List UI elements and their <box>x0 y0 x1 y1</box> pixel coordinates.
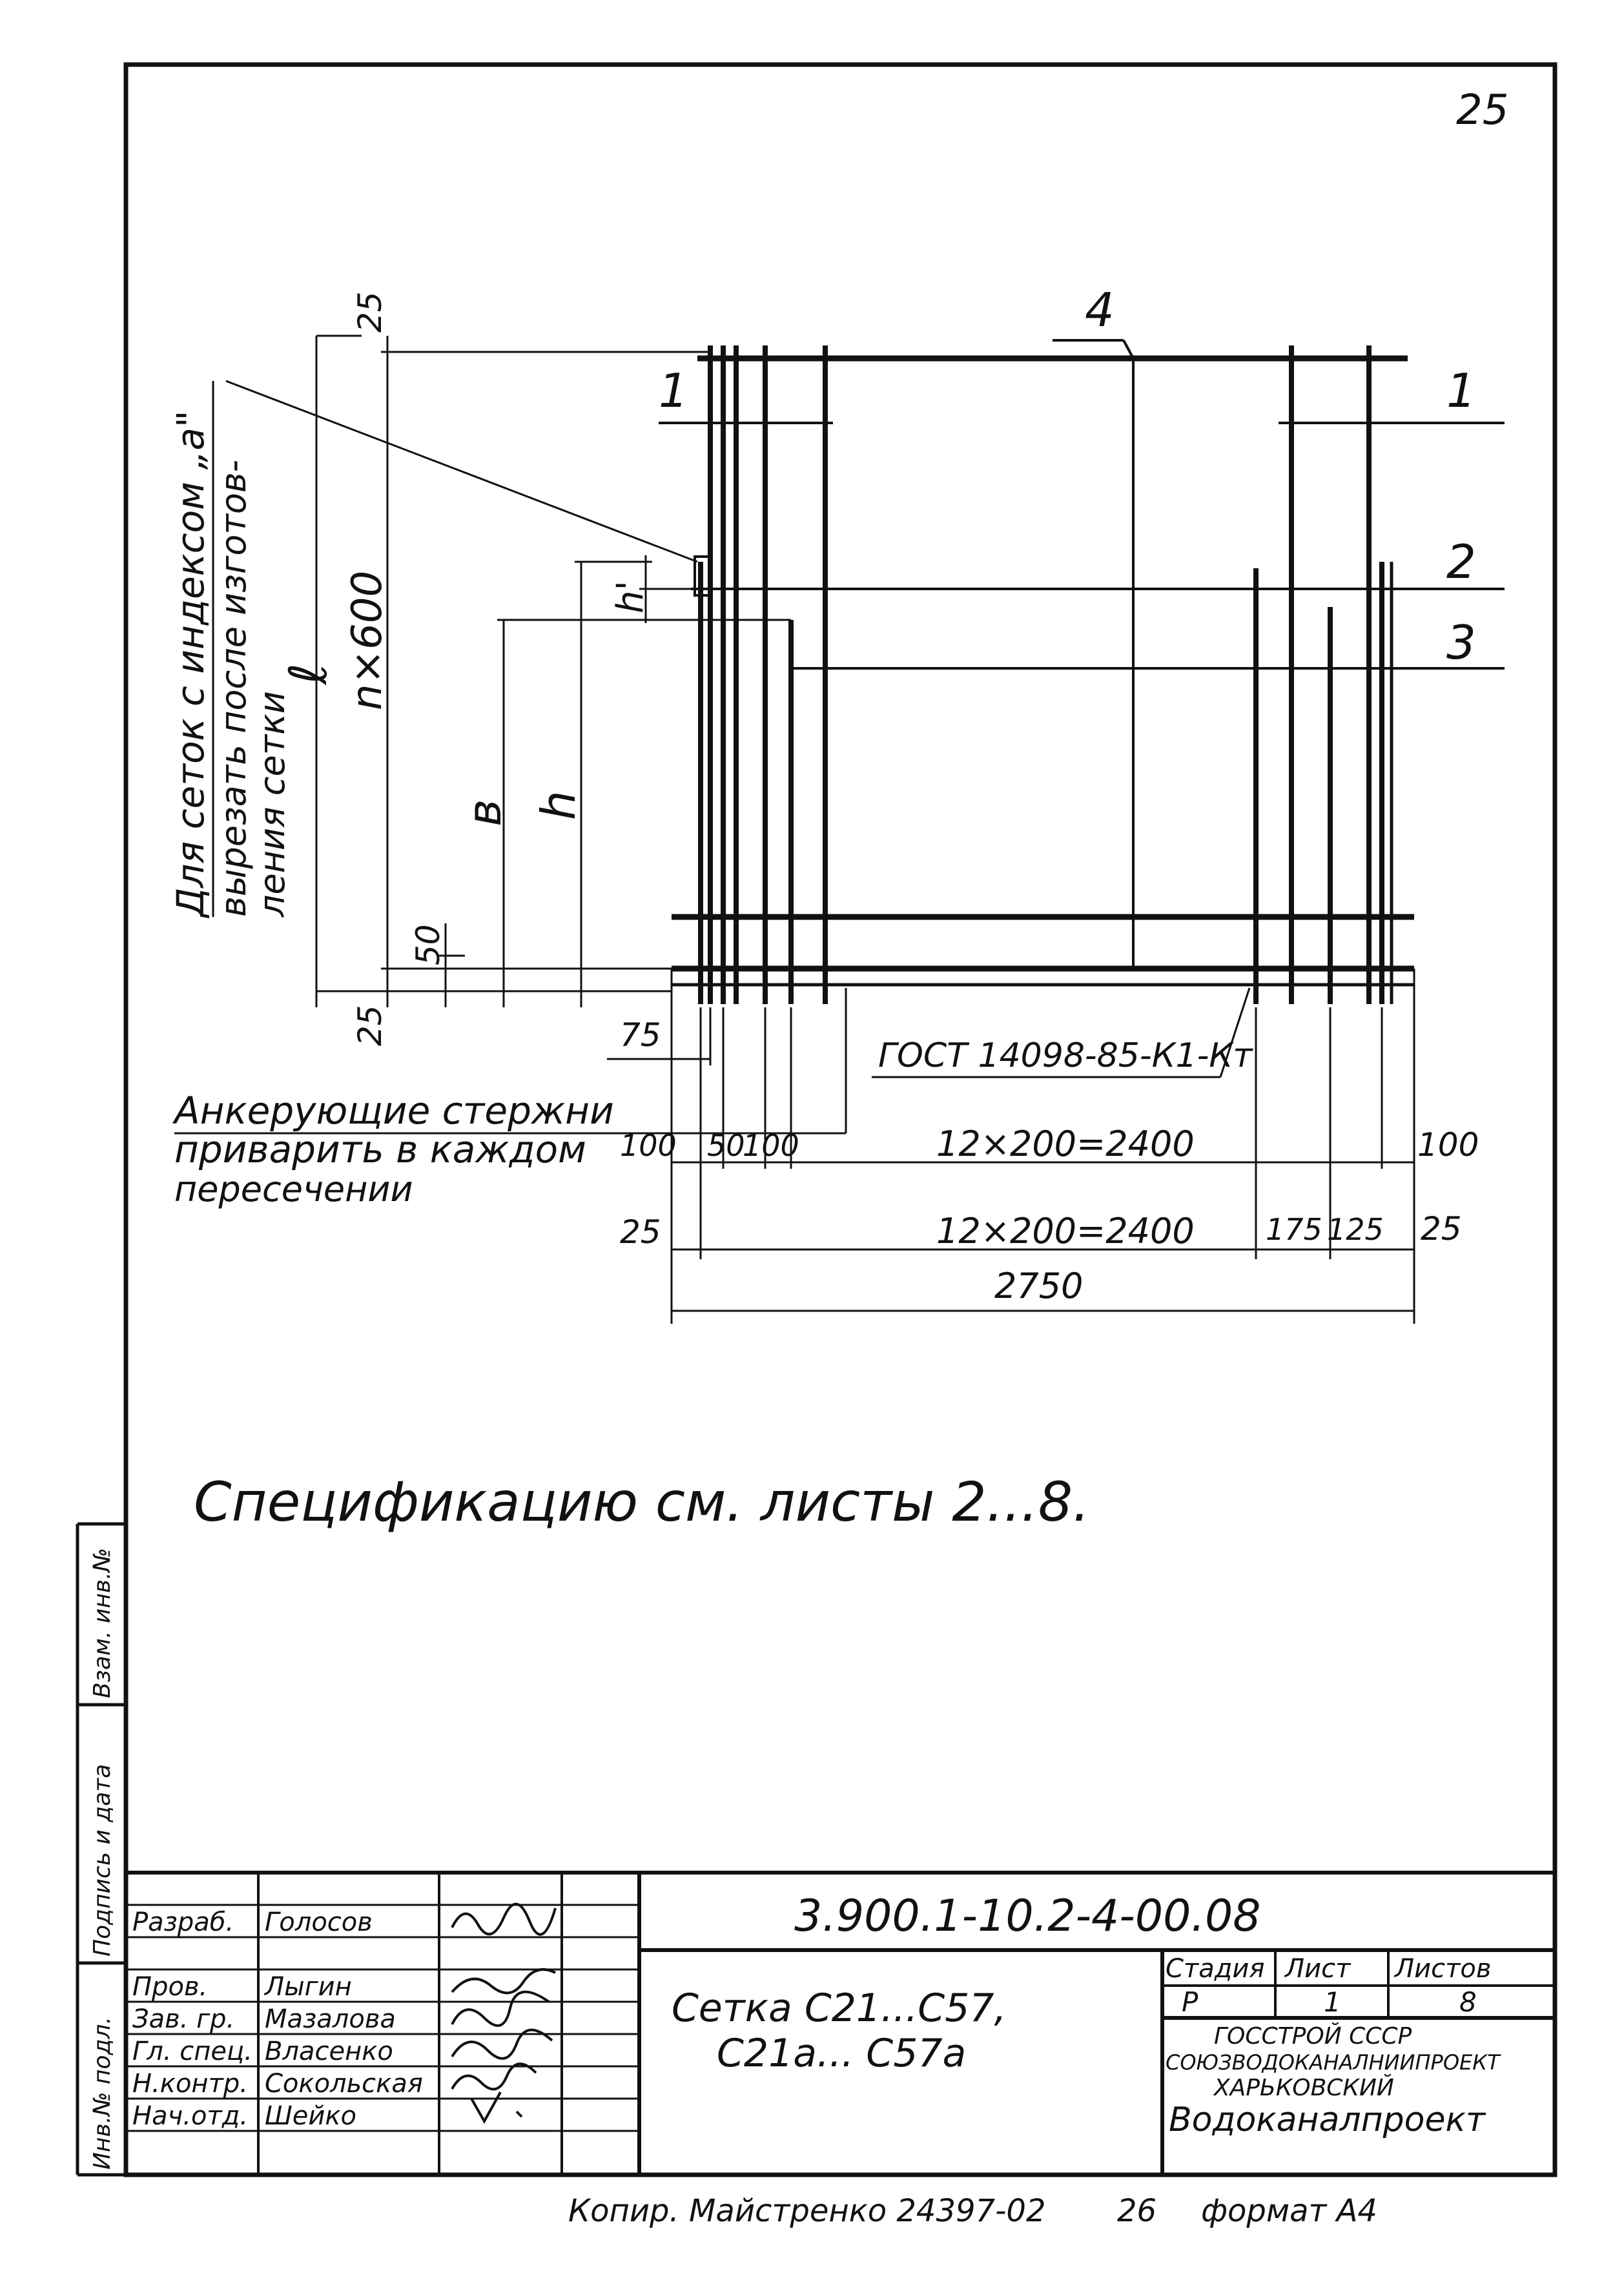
role-dept-head: Нач.отд. <box>132 2101 248 2131</box>
position-mark-2: 2 <box>1446 535 1476 589</box>
anchor-note: Анкерующие стержни приварить в каждом пе… <box>172 988 847 1209</box>
stage-header: Стадия <box>1166 1954 1264 1984</box>
transverse-bars <box>694 345 1393 1004</box>
dim-50: 50 <box>409 924 447 965</box>
anchor-note-line1: Анкерующие стержни <box>172 1089 614 1133</box>
side-stamp-replace-inv: Взам. инв.№ <box>89 1548 116 1698</box>
copy-index: 26 <box>1117 2193 1156 2229</box>
note-cutout-line2: вырезать после изготов- <box>213 460 254 917</box>
dim-row2-span: 12×200=2400 <box>936 1211 1195 1251</box>
dim-row2-25-right: 25 <box>1421 1210 1462 1248</box>
name-group-head: Мазалова <box>265 2004 396 2034</box>
anchor-note-line2: приварить в каждом <box>174 1127 586 1171</box>
role-developer: Разраб. <box>132 1907 234 1937</box>
position-mark-4: 4 <box>1085 283 1115 337</box>
org-line4: Водоканалпроект <box>1169 2101 1486 2139</box>
sheets-value: 8 <box>1459 1986 1477 2018</box>
gost-weld-callout: ГОСТ 14098-85-К1-Кт <box>872 987 1253 1078</box>
name-developer: Голосов <box>265 1907 373 1937</box>
dim-h: h <box>531 790 586 820</box>
side-stamp-sign-date: Подпись и дата <box>89 1764 116 1957</box>
dim-row1-span: 12×200=2400 <box>936 1124 1195 1164</box>
longitudinal-bars <box>672 355 1414 987</box>
dim-h-prime: h' <box>610 581 652 613</box>
name-norm-control: Сокольская <box>265 2069 423 2099</box>
anchor-note-line3: пересечении <box>174 1169 413 1209</box>
dim-row2-25-left: 25 <box>620 1213 661 1251</box>
dim-l: ℓ <box>278 663 338 686</box>
title-line2: С21а... С57а <box>717 2031 966 2076</box>
dim-row2-175: 175 <box>1266 1212 1322 1247</box>
format-note: формат А4 <box>1201 2193 1377 2229</box>
dim-25-bottom: 25 <box>351 1005 389 1046</box>
sheet-header: Лист <box>1284 1954 1352 1984</box>
document-code: 3.900.1-10.2-4-00.08 <box>794 1891 1261 1942</box>
dim-25-top: 25 <box>351 291 389 333</box>
role-norm-control: Н.контр. <box>132 2069 248 2099</box>
position-mark-1-right: 1 <box>1446 364 1476 418</box>
stage-value: Р <box>1182 1986 1198 2018</box>
position-mark-1-left: 1 <box>659 364 688 418</box>
dim-75: 75 <box>620 1016 661 1054</box>
copy-note: Копир. Майстренко 24397-02 <box>568 2193 1045 2229</box>
role-group-head: Зав. гр. <box>132 2004 234 2034</box>
signatures <box>451 1902 557 2124</box>
dim-row1-100-right: 100 <box>1417 1126 1479 1164</box>
note-cutout-line3: ления сетки <box>252 691 293 918</box>
dim-n600: n×600 <box>344 571 391 710</box>
side-stamp: Взам. инв.№ Подпись и дата Инв.№ подл. <box>76 1522 126 2177</box>
name-chief-spec: Власенко <box>265 2037 393 2066</box>
position-mark-3: 3 <box>1446 615 1476 670</box>
horizontal-dimension-lines <box>607 969 1415 1324</box>
position-leaders <box>659 339 1505 969</box>
dim-row2-125: 125 <box>1327 1212 1384 1247</box>
dim-total: 2750 <box>994 1266 1083 1306</box>
role-checker: Пров. <box>132 1972 207 2002</box>
side-stamp-original-inv: Инв.№ подл. <box>89 2017 116 2170</box>
sheets-header: Листов <box>1393 1954 1491 1984</box>
cutout-note: Для сеток с индексом „а" вырезать после … <box>169 380 698 919</box>
sheet-frame <box>123 62 1557 2177</box>
gost-label: ГОСТ 14098-85-К1-Кт <box>878 1036 1253 1075</box>
org-line1: ГОССТРОЙ СССР <box>1214 2022 1412 2050</box>
name-checker: Лыгин <box>263 1972 352 2002</box>
title-line1: Сетка С21...С57, <box>672 1986 1007 2031</box>
page-number: 25 <box>1456 87 1508 134</box>
org-line2: СОЮЗВОДОКАНАЛНИИПРОЕКТ <box>1166 2050 1501 2075</box>
role-chief-spec: Гл. спец. <box>132 2037 252 2066</box>
specification-note: Спецификацию см. листы 2...8. <box>194 1470 1090 1534</box>
title-block <box>126 1871 1555 2175</box>
sheet-value: 1 <box>1324 1986 1341 2018</box>
org-line3: ХАРЬКОВСКИЙ <box>1213 2074 1394 2101</box>
vertical-dimension-lines <box>315 334 791 1007</box>
name-dept-head: Шейко <box>265 2101 356 2131</box>
note-cutout-line1: Для сеток с индексом „а" <box>169 410 212 919</box>
dim-b: в <box>457 799 511 827</box>
